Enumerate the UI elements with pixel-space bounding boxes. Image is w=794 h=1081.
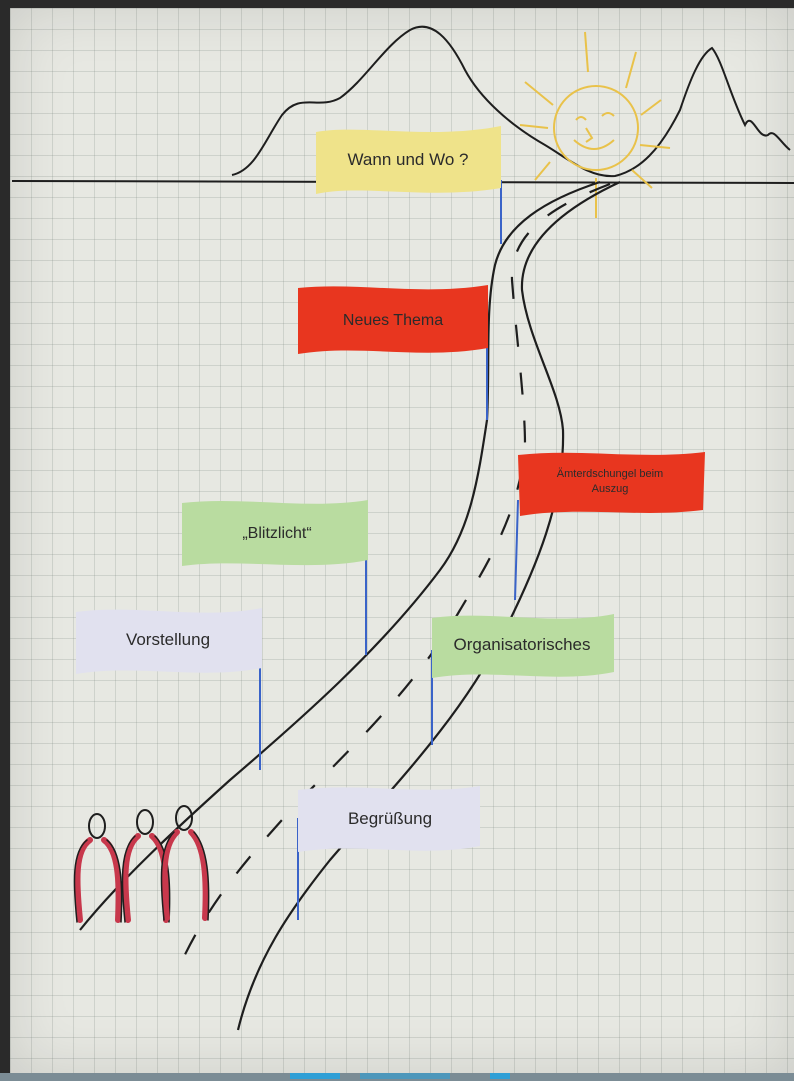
flipchart-logo xyxy=(290,1071,520,1081)
flag-label-vorstellung: Vorstellung xyxy=(126,630,210,649)
flag-wann-und-wo: Wann und Wo ? xyxy=(316,126,501,194)
flag-begruessung: Begrüßung xyxy=(298,786,480,852)
road-left-edge xyxy=(79,180,601,931)
person-figure xyxy=(73,813,123,923)
sun-face-icon xyxy=(519,31,671,218)
flag-organisatorisches: Organisatorisches xyxy=(432,614,614,678)
road-right-edge xyxy=(236,181,621,1031)
flag-label-aemterdschungel-line1: Ämterdschungel beim xyxy=(557,468,663,480)
flag-vorstellung: Vorstellung xyxy=(76,608,262,674)
flag-aemterdschungel: Ämterdschungel beim Auszug xyxy=(518,452,705,516)
flag-label-aemterdschungel-line2: Auszug xyxy=(592,483,629,495)
flag-label-neues-thema: Neues Thema xyxy=(343,312,443,329)
flag-blitzlicht: „Blitzlicht“ xyxy=(182,500,368,566)
flag-neues-thema: Neues Thema xyxy=(298,285,488,354)
winding-road xyxy=(79,180,621,1031)
flag-label-organisatorisches: Organisatorisches xyxy=(453,635,590,654)
flag-label-wann-und-wo: Wann und Wo ? xyxy=(348,150,469,169)
flag-label-begruessung: Begrüßung xyxy=(348,809,432,828)
person-figure xyxy=(160,805,210,921)
pole-aemterdschungel xyxy=(514,499,519,601)
road-center-dashes xyxy=(179,182,611,966)
three-people-figures xyxy=(73,805,210,923)
flag-label-blitzlicht: „Blitzlicht“ xyxy=(242,525,311,542)
mountain-range xyxy=(231,25,791,178)
